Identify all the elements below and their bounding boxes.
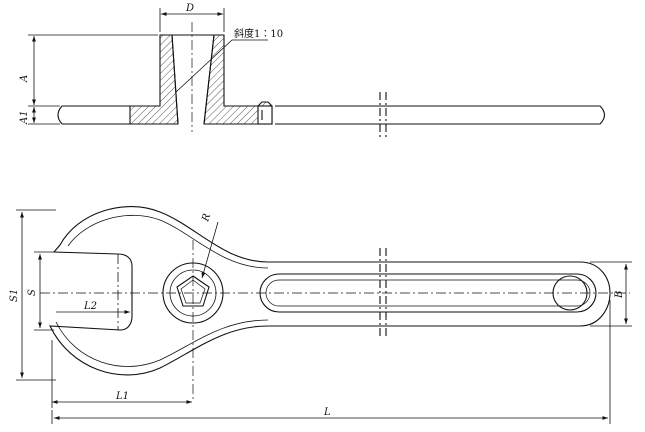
label-D: D	[185, 3, 194, 14]
label-L2: L2	[83, 301, 97, 312]
boss-section-right	[203, 34, 273, 125]
jaw-inner-line	[67, 214, 269, 269]
top-dimensions	[28, 8, 268, 125]
label-taper: 斜度1∶10	[234, 27, 283, 40]
plan-view	[40, 206, 630, 400]
wrench-outline	[49, 206, 611, 376]
label-R: R	[200, 212, 213, 224]
label-L: L	[323, 407, 331, 418]
label-L1: L1	[115, 391, 129, 402]
label-S1: S1	[9, 289, 20, 302]
pentagon-socket	[176, 275, 210, 307]
side-section-view	[57, 22, 606, 140]
bar-outline-left	[57, 105, 130, 125]
label-B: B	[614, 291, 625, 299]
label-A: A	[19, 75, 30, 83]
boss-section-left	[129, 34, 179, 125]
label-A1: A1	[19, 110, 30, 125]
plan-dimensions	[16, 209, 632, 424]
bar-outline-right	[275, 105, 606, 125]
label-S: S	[27, 289, 38, 296]
